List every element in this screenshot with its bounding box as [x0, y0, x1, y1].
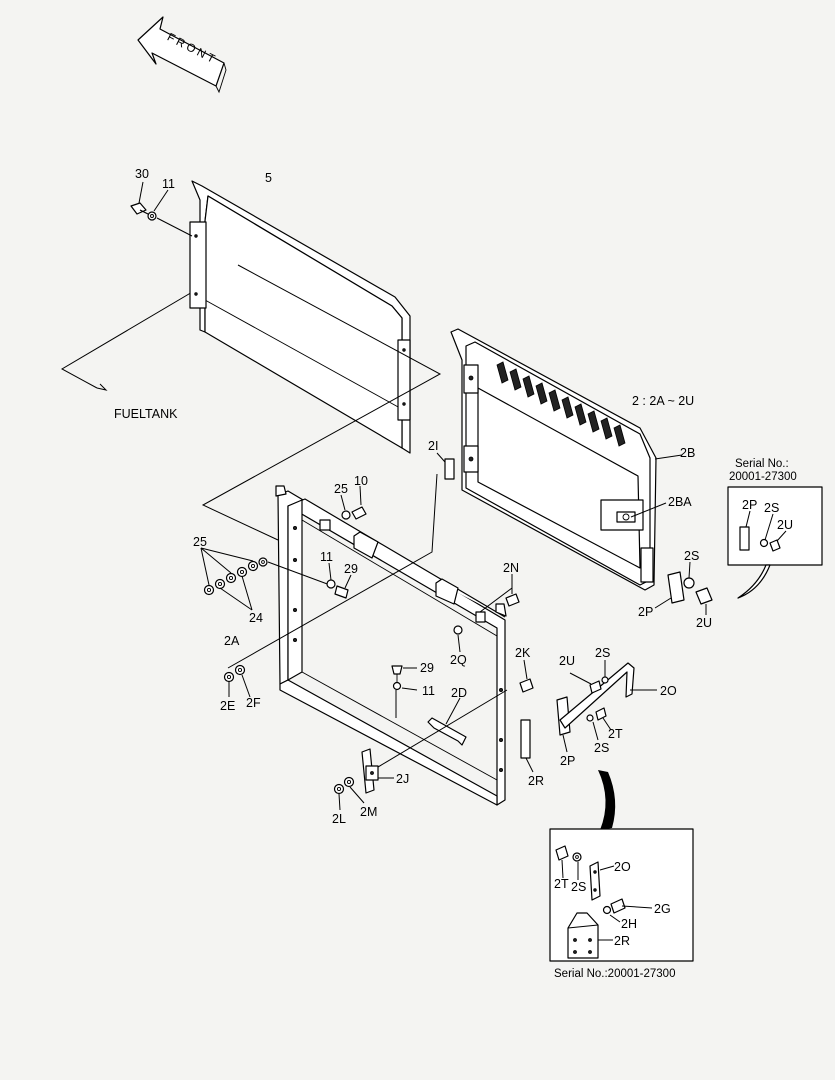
inset-top-serial-label: Serial No.:: [735, 458, 789, 470]
callout-2A: 2A: [224, 634, 240, 648]
fueltank-leader: FUELTANK: [60, 264, 239, 421]
inset-serial-bottom: Serial No.:20001-27300: [549, 828, 694, 980]
callout-2N: 2N: [503, 561, 519, 575]
callout-2P: 2P: [638, 605, 653, 619]
callout-2BA: 2BA: [668, 495, 692, 509]
callout-11: 11: [320, 550, 333, 564]
callout-24: 24: [249, 611, 263, 625]
callout-2F: 2F: [246, 696, 261, 710]
inset-callout-2R: 2R: [614, 934, 630, 948]
leader-2D: [445, 697, 461, 725]
callout-2Q: 2Q: [450, 653, 467, 667]
callout-2B: 2B: [680, 446, 695, 460]
assembly-note: 2 : 2A ~ 2U: [632, 394, 694, 408]
callout-2D: 2D: [451, 686, 467, 700]
front-arrow: FRONT: [137, 16, 227, 94]
washers-2E-2F: [223, 664, 251, 698]
inset-callout-2H: 2H: [621, 917, 637, 931]
inset-callout-2U: 2U: [777, 518, 793, 532]
fueltank-label: FUELTANK: [114, 407, 178, 421]
bracket-2R: [520, 719, 534, 773]
inset-callout-2P: 2P: [742, 498, 757, 512]
callout-2T: 2T: [608, 727, 623, 741]
callout-2S: 2S: [684, 549, 699, 563]
inset-serial-top: Serial No.: 20001-27300: [727, 458, 823, 599]
bolt-10: [340, 485, 367, 520]
callout-labels: 30 11 5 2B 2BA 2S 2P 2U 2I 25 10 25 24 1…: [135, 167, 793, 948]
callout-10: 10: [354, 474, 368, 488]
callout-30: 30: [135, 167, 149, 181]
inset-callout-2S: 2S: [571, 880, 586, 894]
bolt-2N: [505, 574, 520, 607]
callout-2I: 2I: [428, 439, 438, 453]
callout-2R: 2R: [528, 774, 544, 788]
frame-part-2A: [275, 485, 507, 806]
assembly-leaders: [201, 264, 513, 771]
callout-2J: 2J: [396, 772, 409, 786]
inset-callout-2O: 2O: [614, 860, 631, 874]
callout-2E: 2E: [220, 699, 235, 713]
side-panel-part-2B: [450, 328, 683, 591]
callout-2U: 2U: [559, 654, 575, 668]
callout-2K: 2K: [515, 646, 531, 660]
callout-11: 11: [162, 177, 175, 191]
inset-pointer-arrow: [598, 770, 616, 830]
callout-25: 25: [334, 482, 348, 496]
inset-callout-2G: 2G: [654, 902, 671, 916]
bolt-2K: [519, 659, 534, 693]
callout-29: 29: [344, 562, 358, 576]
nut-2Q: [453, 625, 463, 653]
bolt-29-lower: [391, 665, 418, 691]
callout-11: 11: [422, 684, 435, 698]
bolt-29-upper: [326, 562, 352, 599]
callout-2L: 2L: [332, 812, 346, 826]
callout-2O: 2O: [660, 684, 677, 698]
bracket-2J: [333, 748, 394, 811]
bolt-30: [130, 181, 193, 237]
callout-2S: 2S: [594, 741, 609, 755]
callout-5: 5: [265, 171, 272, 185]
inset-top-serial-value: 20001-27300: [729, 471, 797, 483]
panel-part-5: [189, 180, 411, 454]
inset-callout-2S: 2S: [764, 501, 779, 515]
callout-2U: 2U: [696, 616, 712, 630]
louvers: [496, 361, 626, 447]
inset-bottom-serial-caption: Serial No.:20001-27300: [554, 968, 675, 980]
washer-cluster-24-25: [200, 547, 331, 611]
callout-2P: 2P: [560, 754, 575, 768]
bracket-2P-side: [654, 561, 713, 615]
callout-29: 29: [420, 661, 434, 675]
callout-2M: 2M: [360, 805, 377, 819]
callout-2S: 2S: [595, 646, 610, 660]
callout-25: 25: [193, 535, 207, 549]
clip-part-2I: [436, 452, 455, 480]
bracket-group-2O-2P: [556, 660, 657, 753]
inset-callout-2T: 2T: [554, 877, 569, 891]
